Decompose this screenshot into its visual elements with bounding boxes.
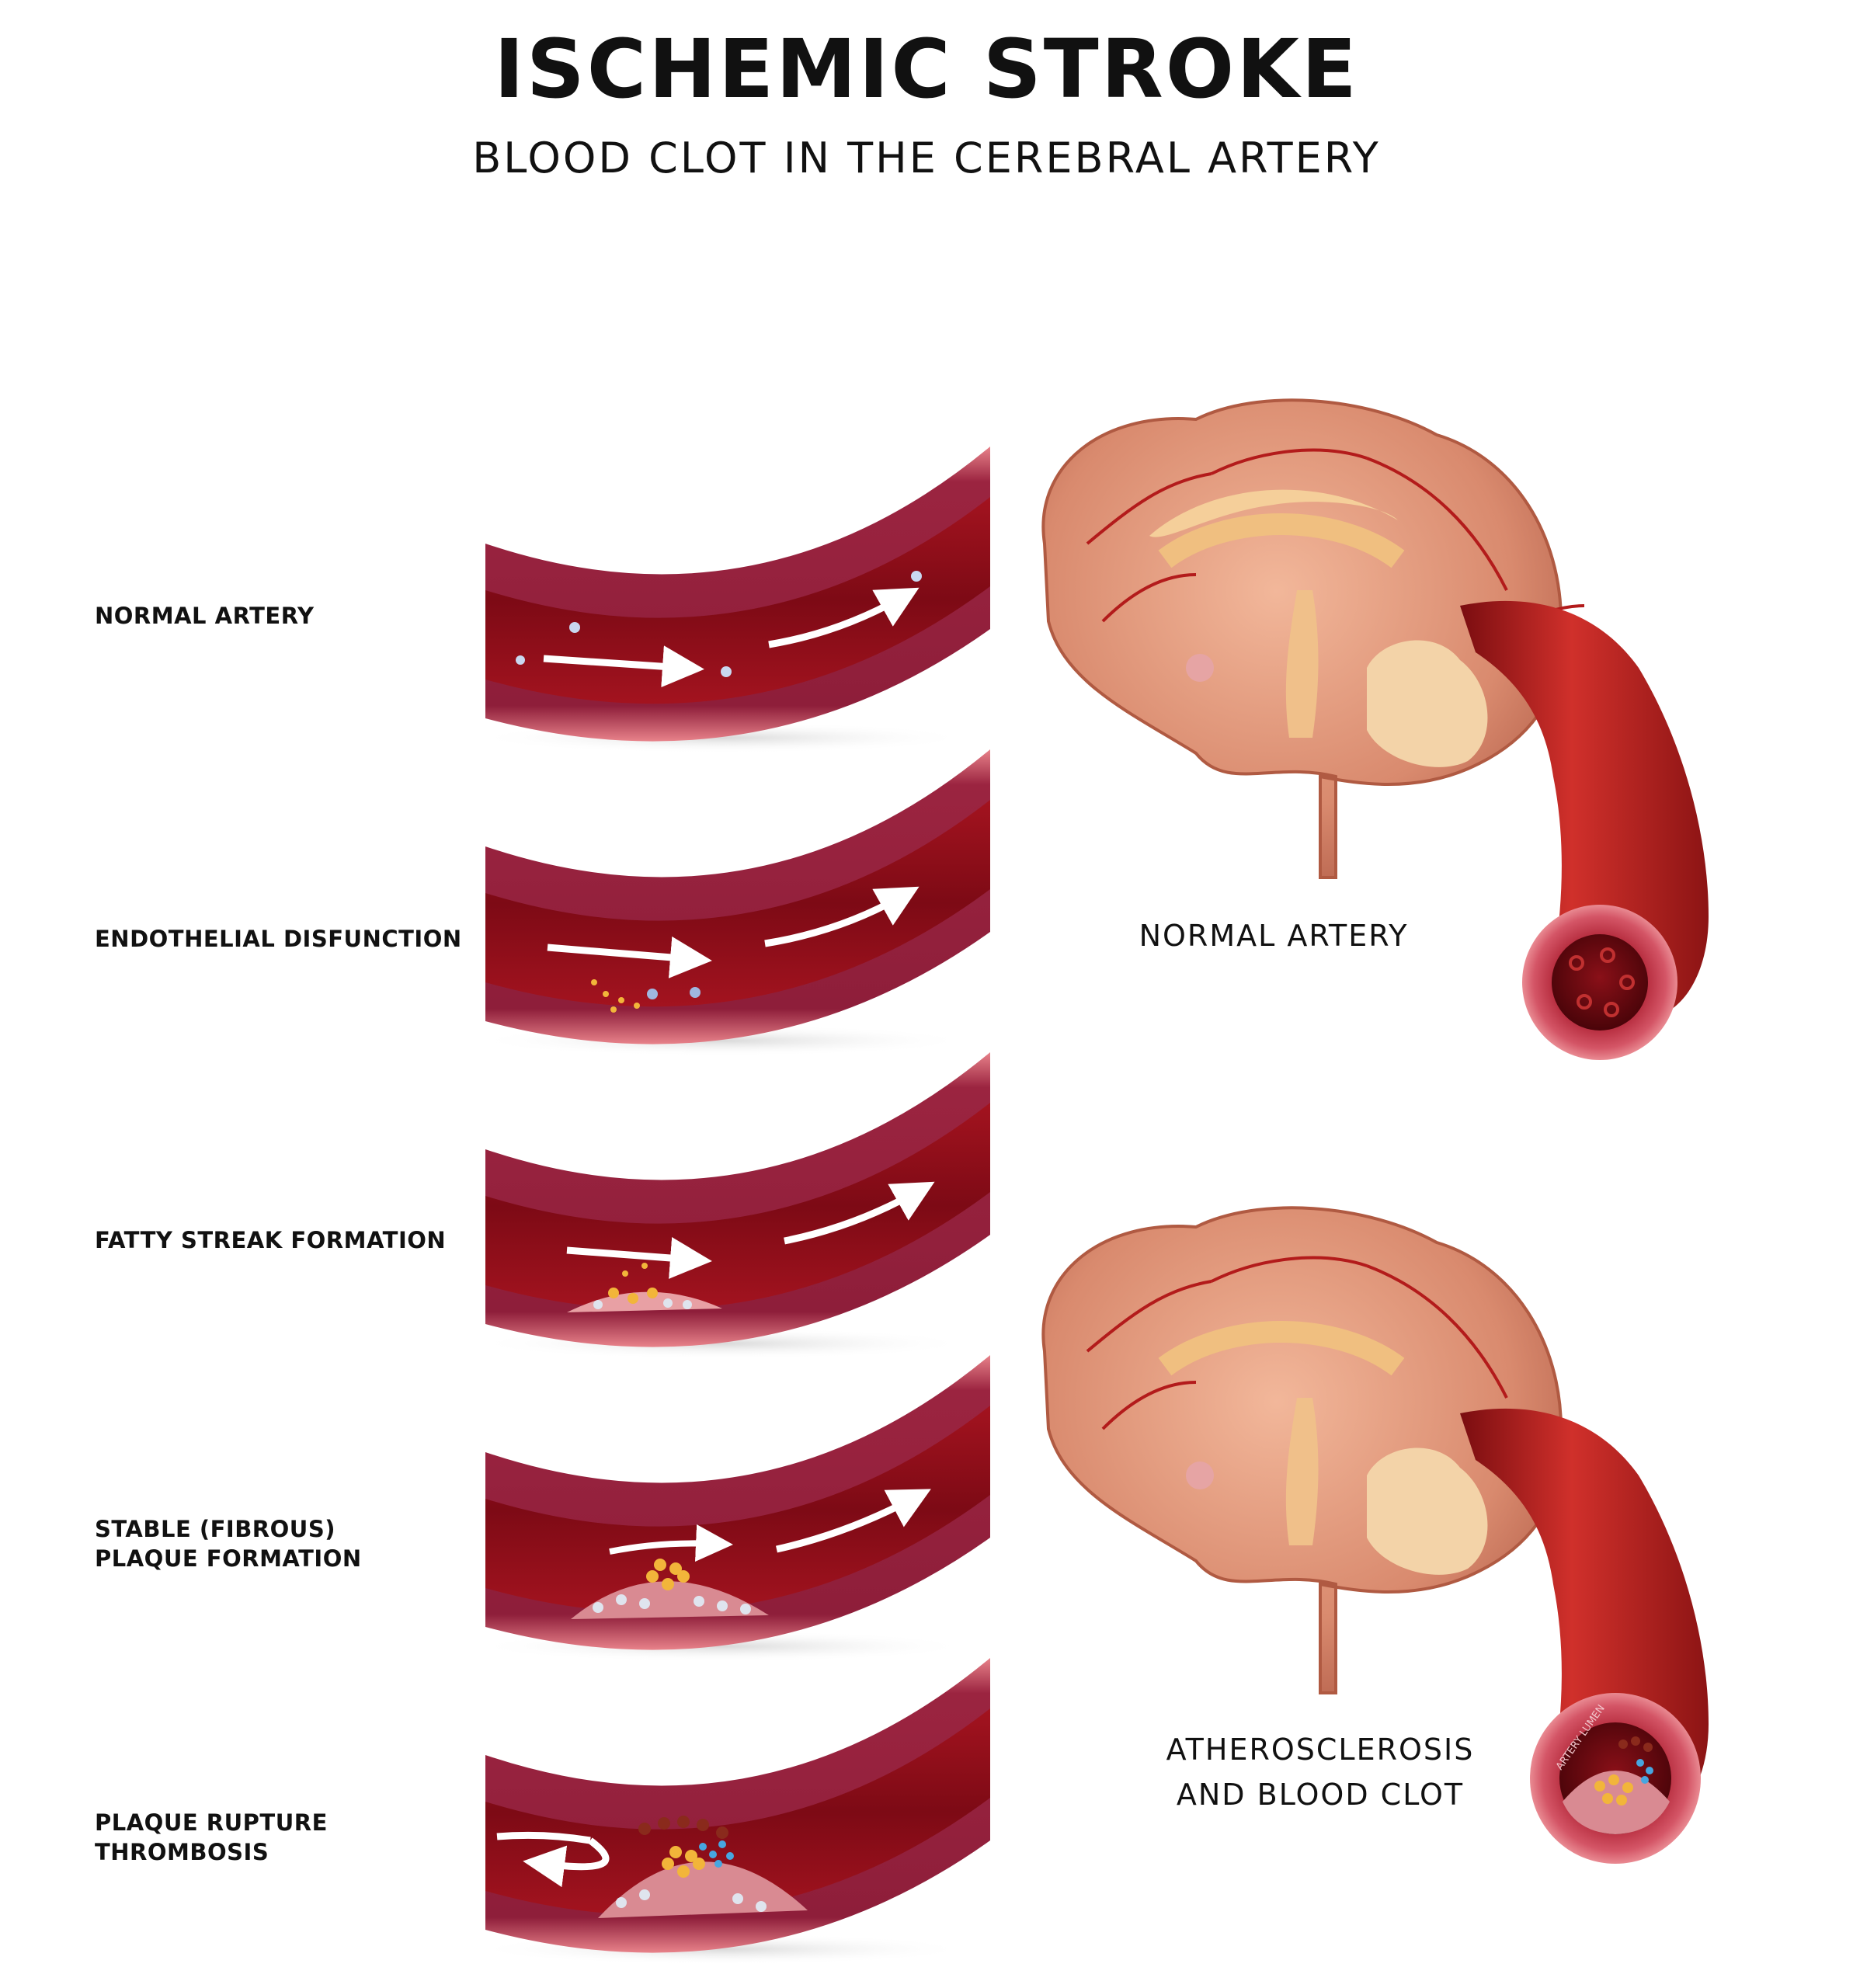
brain-normal bbox=[1041, 398, 1709, 1060]
artery-segment-endothelial bbox=[474, 749, 990, 1056]
brain-caption-atherosclerosis: ATHEROSCLEROSIS AND BLOOD CLOT bbox=[1166, 1733, 1475, 1812]
stage-label-fatty-streak: FATTY STREAK FORMATION bbox=[95, 1227, 447, 1253]
stage-label-stable-plaque: STABLE (FIBROUS) PLAQUE FORMATION bbox=[95, 1516, 362, 1572]
brain-atherosclerosis: ARTERY LUMEN bbox=[1041, 1206, 1709, 1864]
artery-segment-plaque-rupture bbox=[474, 1658, 990, 1965]
artery-segment-stable-plaque bbox=[474, 1355, 990, 1662]
stage-label-endothelial-disfunction: ENDOTHELIAL DISFUNCTION bbox=[95, 926, 462, 952]
brain-caption-normal: NORMAL ARTERY bbox=[1139, 919, 1409, 953]
page-subtitle: BLOOD CLOT IN THE CEREBRAL ARTERY bbox=[472, 134, 1381, 182]
page-title: ISCHEMIC STROKE bbox=[494, 22, 1359, 116]
artery-segment-normal bbox=[474, 447, 990, 753]
stage-label-plaque-rupture: PLAQUE RUPTURE THROMBOSIS bbox=[95, 1809, 328, 1865]
artery-segment-fatty-streak bbox=[474, 1052, 990, 1359]
stage-label-normal-artery: NORMAL ARTERY bbox=[95, 603, 315, 629]
